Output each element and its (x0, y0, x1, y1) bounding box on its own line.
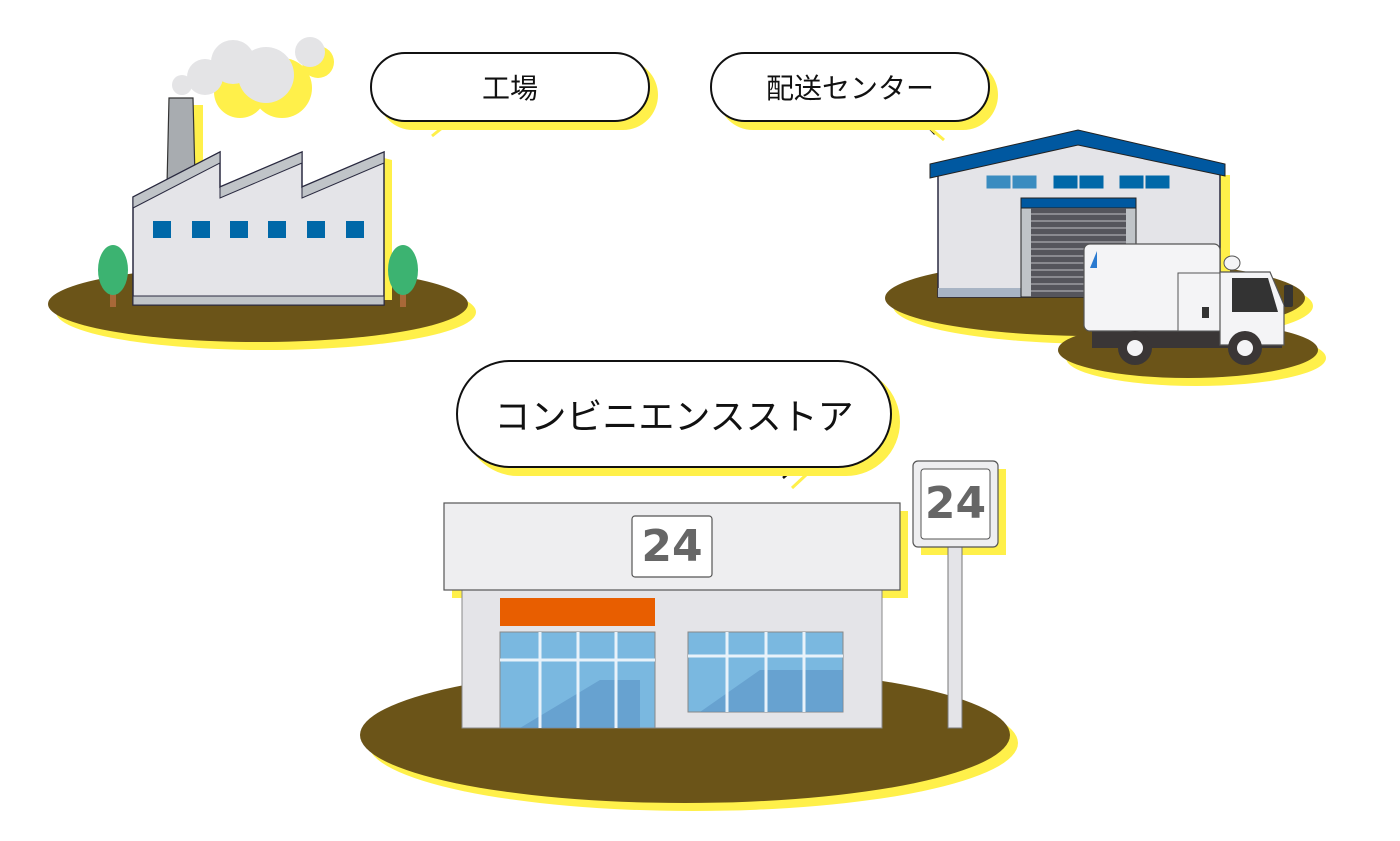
delivery-truck-icon (1083, 243, 1293, 365)
factory-label: 工場 (481, 72, 538, 105)
convenience-store-label-bubble: コンビニエンスストア (456, 360, 892, 468)
pole-sign-24: 24 (924, 478, 987, 529)
factory-label-bubble: 工場 (370, 52, 650, 122)
distribution-center-illustration (885, 129, 1326, 386)
factory-illustration (48, 37, 476, 350)
smoke-cloud-icon (172, 37, 334, 118)
factory-windows (153, 221, 364, 238)
warehouse-roof (929, 129, 1226, 179)
distribution-center-label-bubble: 配送センター (710, 52, 990, 122)
tree-icon (98, 245, 128, 307)
sign-pole (947, 539, 963, 729)
convenience-store-illustration (360, 460, 1018, 811)
distribution-center-label: 配送センター (765, 72, 934, 105)
convenience-store-label: コンビニエンスストア (494, 397, 854, 438)
store-orange-banner (500, 598, 655, 626)
roof-sign-24: 24 (641, 521, 703, 572)
tree-icon (388, 245, 418, 307)
